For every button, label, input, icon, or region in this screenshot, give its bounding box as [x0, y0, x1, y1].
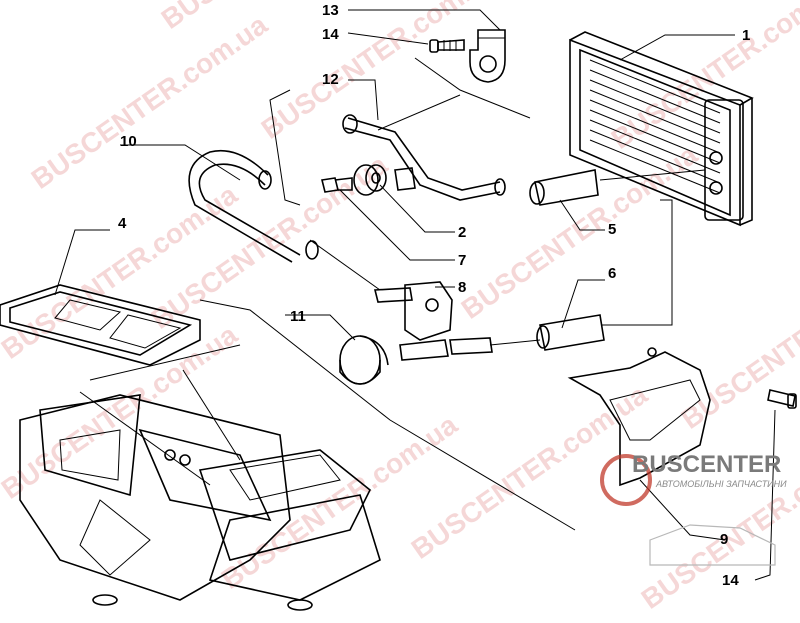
callout-14-bottom: 14 — [722, 572, 739, 589]
logo-tagline: АВТОМОБІЛЬНІ ЗАПЧАСТИНИ — [655, 479, 787, 489]
grommet — [353, 164, 387, 196]
screw-top — [429, 39, 465, 53]
pipe-assembly — [342, 114, 506, 201]
callout-1: 1 — [742, 27, 750, 44]
callout-8: 8 — [458, 279, 466, 296]
callout-11: 11 — [290, 308, 306, 325]
watermark-text: BUSCENTER.com.ua — [26, 9, 274, 195]
buscenter-logo: BUSCENTER АВТОМОБІЛЬНІ ЗАПЧАСТИНИ — [600, 451, 787, 566]
callout-2: 2 — [458, 224, 466, 241]
watermark-text: BUSCENTER.com.ua — [216, 409, 464, 595]
callout-10: 10 — [120, 133, 137, 150]
heater-radiator — [569, 31, 754, 227]
watermark-text: BUSCENTER.com.ua — [256, 0, 504, 145]
pipe-clamp — [469, 29, 506, 83]
callout-9: 9 — [720, 531, 728, 548]
watermark-text: BUSCENTER.com.ua — [606, 0, 800, 155]
leader-lines — [54, 9, 776, 581]
logo-name: BUSCENTER — [632, 451, 781, 478]
callout-labels: 13 14 12 1 10 2 5 4 7 8 6 11 9 14 — [118, 2, 750, 589]
logo-ring-icon — [600, 454, 652, 506]
hose-short-lower — [536, 314, 605, 351]
callout-13: 13 — [322, 2, 339, 19]
watermark-text: BUSCENTER.com.ua — [676, 249, 800, 435]
mounting-bracket — [567, 347, 711, 487]
van-silhouette-icon — [649, 524, 776, 566]
screw-right — [767, 389, 797, 409]
heater-valve — [373, 281, 493, 361]
watermark-text: BUSCENTER.com.ua — [456, 139, 704, 325]
callout-12: 12 — [322, 71, 339, 88]
watermark-text: BUSCENTER.com.ua — [406, 379, 654, 565]
foam-pad — [339, 335, 389, 385]
callout-14-top: 14 — [322, 26, 339, 43]
bolt — [321, 177, 353, 193]
callout-4: 4 — [118, 215, 127, 232]
callout-5: 5 — [608, 221, 616, 238]
callout-6: 6 — [608, 265, 616, 282]
heater-housing — [19, 394, 381, 611]
callout-7: 7 — [458, 252, 466, 269]
hose-short-upper — [529, 169, 599, 206]
gasket-frame — [0, 284, 201, 366]
watermark-text: BUSCENTER.com.ua — [156, 0, 404, 35]
